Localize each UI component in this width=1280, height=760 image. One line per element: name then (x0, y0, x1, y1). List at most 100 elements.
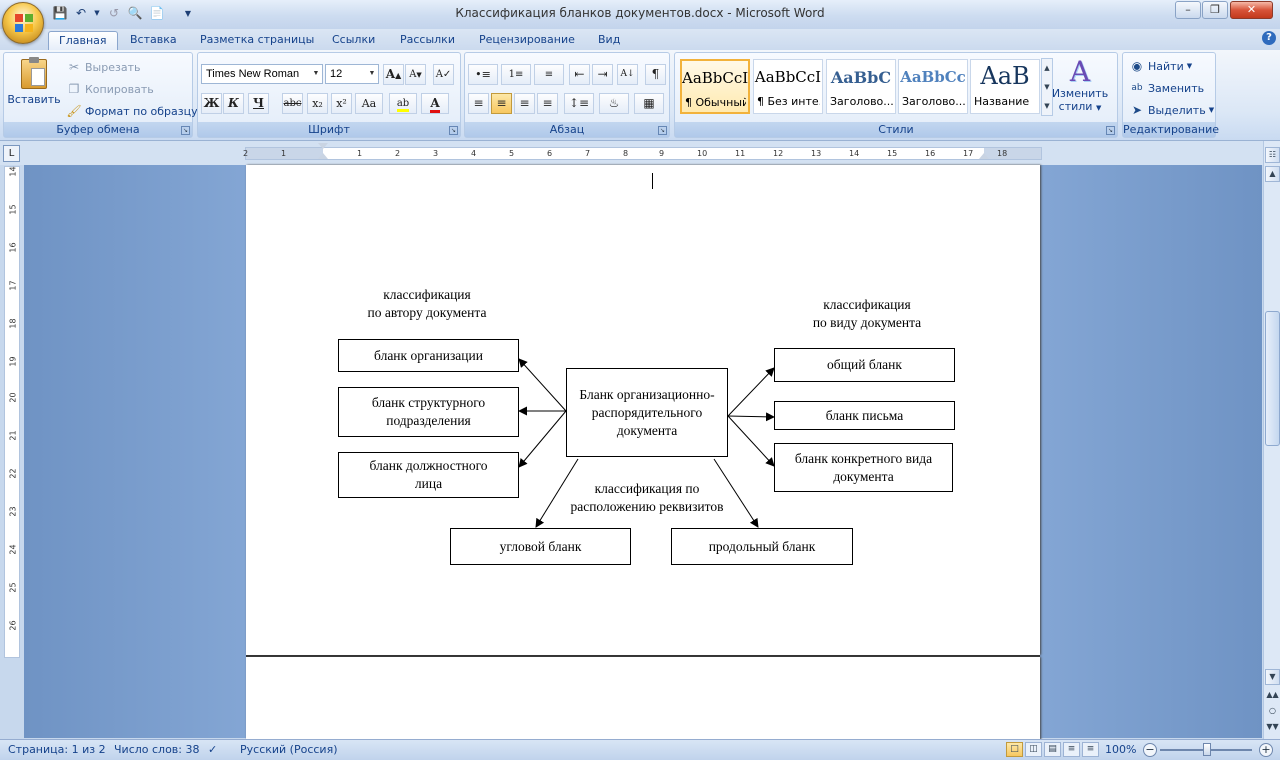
borders-button[interactable]: ▦ (634, 93, 664, 114)
align-right-button[interactable]: ≡ (514, 93, 535, 114)
highlight-button[interactable]: ab (389, 93, 417, 114)
tab-insert[interactable]: Вставка (130, 33, 177, 46)
change-styles-button[interactable]: A Изменить стили ▼ (1045, 57, 1115, 114)
bold-button[interactable]: Ж (201, 93, 222, 114)
superscript-button[interactable]: x² (331, 93, 352, 114)
subscript-button[interactable]: x₂ (307, 93, 328, 114)
paragraph-launcher-icon[interactable]: ↘ (658, 126, 667, 135)
customize-qat-icon[interactable]: ▼ (184, 8, 192, 18)
close-button[interactable]: ✕ (1230, 1, 1273, 19)
undo-icon[interactable]: ↶ (75, 6, 87, 20)
left-indent-marker[interactable] (318, 153, 328, 159)
font-color-button[interactable]: A (421, 93, 449, 114)
zoom-slider-thumb[interactable] (1203, 743, 1211, 756)
cut-button[interactable]: ✂Вырезать (66, 59, 141, 75)
scroll-thumb[interactable] (1265, 311, 1280, 446)
restore-button[interactable]: ❐ (1202, 1, 1228, 19)
styles-scroll[interactable]: ▲▼▼ (1041, 58, 1053, 116)
shading-button[interactable]: ♨ (599, 93, 629, 114)
tab-references[interactable]: Ссылки (332, 33, 376, 46)
next-page-icon[interactable]: ▼▼ (1266, 722, 1279, 731)
print-preview-icon[interactable]: 🔍 (127, 6, 143, 20)
tab-page-layout[interactable]: Разметка страницы (200, 33, 315, 46)
proofing-icon[interactable]: ✓ (208, 743, 218, 756)
web-layout-button[interactable]: ▤ (1044, 742, 1061, 757)
sort-button[interactable]: A↓ (617, 64, 638, 85)
page-indicator[interactable]: Страница: 1 из 2 (8, 743, 106, 756)
first-line-indent-marker[interactable] (318, 143, 328, 149)
strikethrough-button[interactable]: abc (282, 93, 303, 114)
justify-button[interactable]: ≡ (537, 93, 558, 114)
align-center-button[interactable]: ≡ (491, 93, 512, 114)
numbering-button[interactable]: 1≡ (501, 64, 531, 85)
zoom-in-button[interactable]: + (1259, 743, 1273, 757)
change-case-button[interactable]: Aa (355, 93, 383, 114)
select-button[interactable]: ➤Выделить▼ (1129, 102, 1214, 118)
word-count[interactable]: Число слов: 38 (114, 743, 200, 756)
minimize-button[interactable]: – (1175, 1, 1201, 19)
shrink-font-button[interactable]: A▼ (405, 64, 426, 85)
scroll-down-button[interactable]: ▼ (1265, 669, 1280, 685)
style-name: ¶ Без инте... (757, 95, 820, 108)
office-button[interactable] (2, 2, 44, 44)
right-indent-marker[interactable] (979, 153, 989, 159)
zoom-out-button[interactable]: − (1143, 743, 1157, 757)
ruler-toggle-icon[interactable]: ☷ (1265, 147, 1280, 163)
tab-home[interactable]: Главная (48, 31, 118, 50)
style-normal[interactable]: AaBbCcI¶ Обычный (680, 59, 750, 114)
paste-button[interactable]: Вставить (7, 57, 61, 121)
redo-icon[interactable]: ↺ (108, 6, 120, 20)
multilevel-list-button[interactable]: ≡ (534, 64, 564, 85)
save-icon[interactable]: 💾 (52, 6, 68, 20)
full-screen-reading-button[interactable]: ◫ (1025, 742, 1042, 757)
language-indicator[interactable]: Русский (Россия) (240, 743, 338, 756)
zoom-level[interactable]: 100% (1105, 743, 1137, 756)
tab-selector[interactable]: L (3, 145, 20, 162)
line-spacing-button[interactable]: ↕≡ (564, 93, 594, 114)
grow-font-button[interactable]: A▲ (383, 64, 404, 85)
print-layout-view-button[interactable]: □ (1006, 742, 1023, 757)
scroll-up-button[interactable]: ▲ (1265, 166, 1280, 182)
align-left-button[interactable]: ≡ (468, 93, 489, 114)
draft-view-button[interactable]: ≡ (1082, 742, 1099, 757)
find-button[interactable]: ◉Найти▼ (1129, 58, 1192, 74)
italic-button[interactable]: К (223, 93, 244, 114)
font-size-combo[interactable]: 12▼ (325, 64, 379, 84)
browse-object-icon[interactable]: ○ (1269, 706, 1276, 715)
underline-button[interactable]: Ч (248, 93, 269, 114)
tab-view[interactable]: Вид (598, 33, 621, 46)
copy-button[interactable]: ❐Копировать (66, 81, 154, 97)
decrease-indent-button[interactable]: ⇤ (569, 64, 590, 85)
ruler-number: 22 (8, 468, 18, 479)
increase-indent-button[interactable]: ⇥ (592, 64, 613, 85)
clipboard-icon (21, 57, 47, 89)
show-marks-button[interactable]: ¶ (645, 64, 666, 85)
font-launcher-icon[interactable]: ↘ (449, 126, 458, 135)
clipboard-launcher-icon[interactable]: ↘ (181, 126, 190, 135)
previous-page-icon[interactable]: ▲▲ (1266, 690, 1279, 699)
vertical-scrollbar[interactable]: ☷ ▲ ▼ ▲▲ ○ ▼▼ (1263, 141, 1280, 739)
bullets-button[interactable]: •≡ (468, 64, 498, 85)
font-name-combo[interactable]: Times New Roman▼ (201, 64, 323, 84)
arrow-to-corner (535, 458, 579, 528)
format-painter-button[interactable]: 🖌Формат по образцу (66, 103, 197, 119)
clear-formatting-button[interactable]: A✓ (433, 64, 454, 85)
tab-review[interactable]: Рецензирование (479, 33, 575, 46)
horizontal-ruler[interactable]: 2 1 1 2 3 4 5 6 7 8 9 10 11 12 13 14 15 … (243, 143, 1042, 160)
document-page-2[interactable] (246, 657, 1040, 747)
new-document-icon[interactable]: 📄 (149, 6, 165, 20)
style-no-spacing[interactable]: AaBbCcI¶ Без инте... (753, 59, 823, 114)
tab-mailings[interactable]: Рассылки (400, 33, 455, 46)
ruler-number: 8 (623, 149, 629, 158)
styles-launcher-icon[interactable]: ↘ (1106, 126, 1115, 135)
help-icon[interactable]: ? (1262, 31, 1276, 45)
vertical-ruler[interactable]: 14 15 16 17 18 19 20 21 22 23 24 25 26 (4, 166, 20, 658)
outline-view-button[interactable]: ≡ (1063, 742, 1080, 757)
undo-dropdown-icon[interactable]: ▼ (94, 9, 100, 17)
